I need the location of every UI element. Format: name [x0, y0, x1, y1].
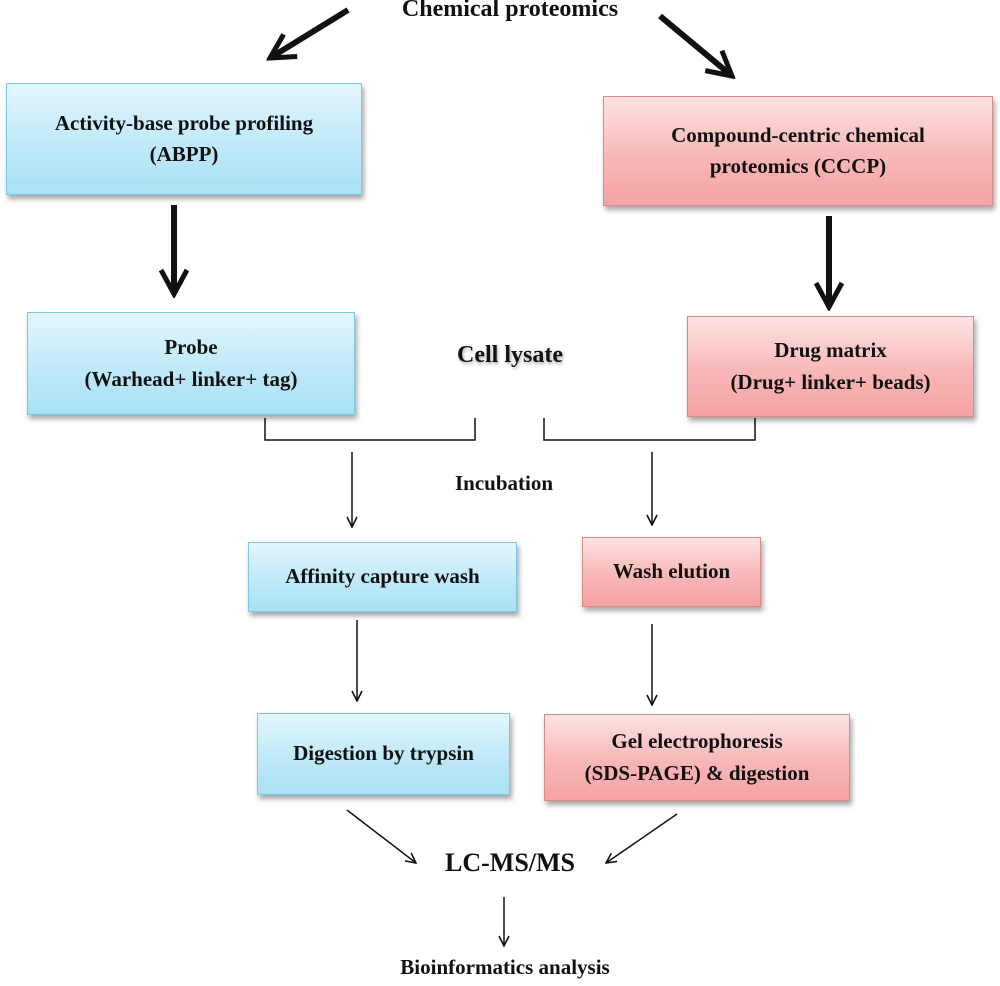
drug-matrix-line1: Drug matrix — [774, 338, 887, 362]
digestion-label: Digestion by trypsin — [293, 741, 474, 766]
gel-electrophoresis-box: Gel electrophoresis (SDS-PAGE) & digesti… — [544, 714, 850, 801]
cccp-line1: Compound-centric chemical — [671, 122, 925, 147]
diagram-title: Chemical proteomics — [401, 0, 619, 22]
bioinformatics-label: Bioinformatics analysis — [400, 955, 610, 979]
cccp-line2: proteomics (CCCP) — [709, 154, 887, 178]
drug-matrix-box: Drug matrix (Drug+ linker+ beads) — [687, 316, 974, 417]
probe-line2: (Warhead+ linker+ tag) — [84, 366, 298, 391]
bracket-right — [543, 418, 756, 441]
probe-box: Probe (Warhead+ linker+ tag) — [27, 312, 355, 415]
arrow-gel-to-lcms — [606, 813, 678, 863]
abpp-box: Activity-base probe profiling (ABPP) — [6, 83, 362, 195]
incubation-label: Incubation — [454, 471, 554, 495]
affinity-capture-label: Affinity capture wash — [285, 564, 480, 589]
cccp-box: Compound-centric chemical proteomics (CC… — [603, 96, 993, 206]
abpp-line1: Activity-base probe profiling — [54, 110, 314, 135]
gel-line1: Gel electrophoresis — [611, 729, 783, 753]
gel-line2: (SDS-PAGE) & digestion — [584, 760, 810, 785]
digestion-box: Digestion by trypsin — [257, 713, 510, 795]
wash-elution-box: Wash elution — [582, 537, 761, 607]
wash-elution-label: Wash elution — [612, 559, 731, 584]
abpp-line2: (ABPP) — [149, 142, 219, 166]
bracket-left — [264, 418, 476, 441]
arrow-title-to-cccp — [658, 13, 732, 76]
probe-line1: Probe — [164, 335, 218, 359]
affinity-capture-box: Affinity capture wash — [248, 542, 517, 612]
arrow-title-to-abpp — [270, 7, 350, 58]
arrow-digestion-to-lcms — [346, 809, 416, 863]
lcms-label: LC-MS/MS — [445, 848, 575, 877]
drug-matrix-line2: (Drug+ linker+ beads) — [730, 369, 931, 394]
cell-lysate-label: Cell lysate — [457, 342, 563, 368]
